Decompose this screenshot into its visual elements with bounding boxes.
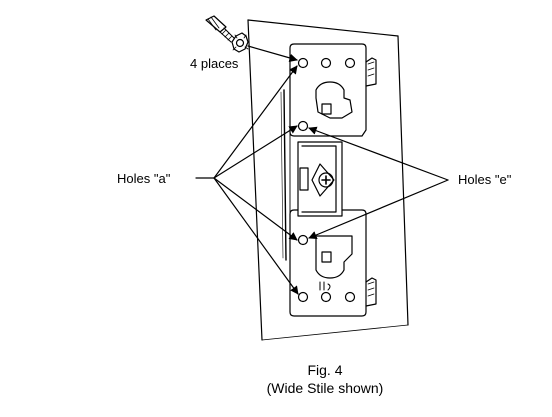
holes-e [297,120,309,246]
figure-caption: Fig. 4 (Wide Stile shown) [240,361,410,397]
screw-icon [205,15,249,53]
holes-a [297,57,356,303]
hole-e [297,120,309,132]
stamp-mark [319,281,331,291]
holes-a-leaders [195,65,299,295]
hole-a [297,291,309,303]
hole-a [344,291,356,303]
adjustment-cam [297,141,343,217]
hole-e [297,234,309,246]
keyhole-slot-lower [315,235,353,279]
figure-number: Fig. 4 [307,362,343,378]
plate-side-clips [365,57,377,307]
keyhole-slot-upper [315,81,353,119]
door-stile [247,19,409,341]
hole-a [320,57,332,69]
label-4-places: 4 places [190,56,239,71]
figure-note: (Wide Stile shown) [266,380,384,396]
label-holes-a: Holes "a" [117,171,171,186]
hole-a [297,57,309,69]
screw-leader-arrow [247,45,298,62]
hole-a [320,291,332,303]
holes-e-leaders [308,126,449,239]
label-holes-e: Holes "e" [458,172,512,187]
hole-a [344,57,356,69]
